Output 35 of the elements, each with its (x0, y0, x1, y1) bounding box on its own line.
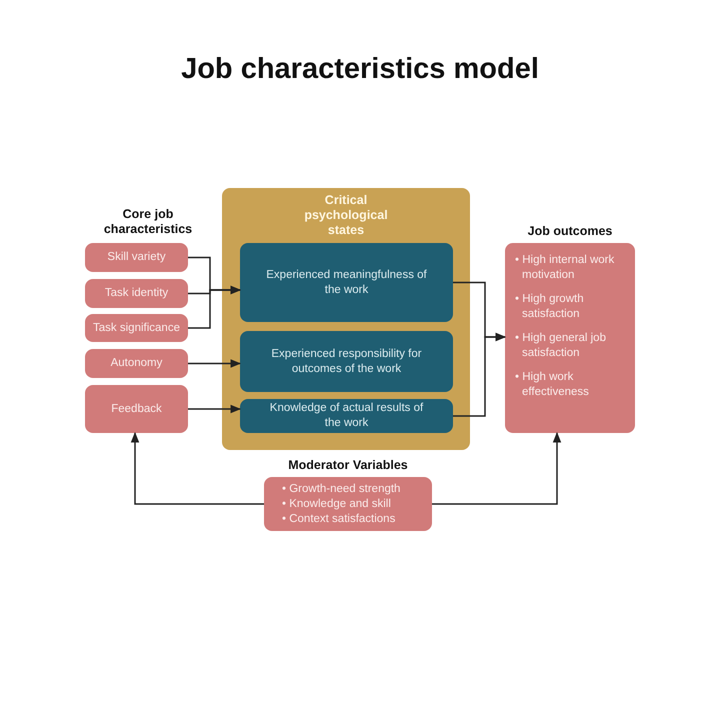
bullet-item: • High internal work motivation (515, 253, 616, 283)
title: Job characteristics model (180, 52, 540, 86)
node-text: Experienced meaningfulness of the work (265, 268, 428, 298)
characteristic-box (85, 243, 188, 272)
bullet-item: • High work effectiveness (515, 370, 590, 400)
node-text: Autonomy (110, 356, 162, 371)
arrow (188, 404, 242, 414)
arrow (432, 432, 562, 505)
characteristic-box (85, 349, 188, 378)
characteristic-box (85, 279, 188, 308)
group-panel (222, 188, 470, 450)
heading: Moderator Variables (287, 458, 409, 473)
state-box (240, 243, 453, 322)
bullet-item: • High growth satisfaction (515, 292, 585, 322)
column-heading: Core job characteristics (102, 207, 194, 237)
arrow (453, 332, 506, 417)
node-text: Task identity (104, 286, 168, 301)
bullet-item: • High general job satisfaction (515, 331, 607, 361)
node-text: Feedback (111, 402, 162, 416)
state-box (240, 399, 453, 433)
arrow (130, 432, 264, 505)
bullet-item: • Context satisfactions (282, 512, 396, 526)
characteristic-box (85, 314, 188, 342)
bullet-item: • Knowledge and skill (282, 496, 392, 512)
bullet-item: • Growth-need strength (282, 482, 402, 496)
arrow (188, 286, 242, 329)
node-text: Skill variety (107, 250, 166, 265)
node-text: Experienced responsibility for outcomes of the work (270, 346, 423, 376)
arrow (188, 359, 242, 368)
heading: Job outcomes (526, 224, 614, 239)
characteristic-box (85, 385, 188, 433)
heading: Critical psychological states (303, 193, 389, 238)
state-box (240, 331, 453, 392)
node-text: Knowledge of actual results of the work (268, 401, 424, 431)
node-text: Task significance (93, 320, 180, 336)
